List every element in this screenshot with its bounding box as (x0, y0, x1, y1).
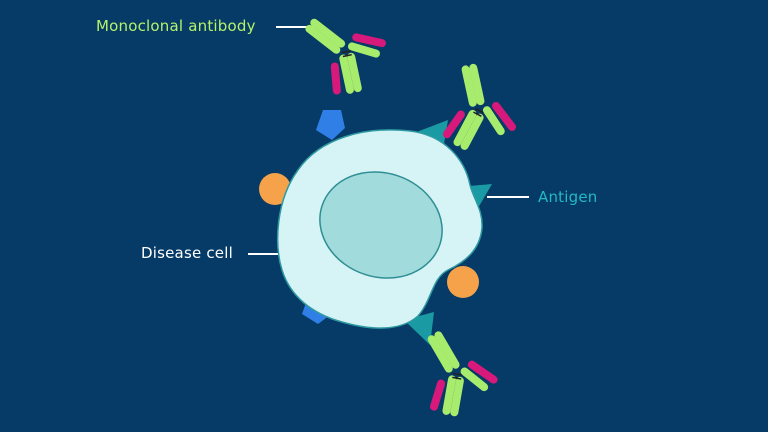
receptor-top-blue (316, 110, 345, 140)
antibody-free-top (308, 10, 390, 96)
receptor-right-orange (447, 266, 479, 298)
antigen-right (469, 184, 492, 208)
label-monoclonal-antibody: Monoclonal antibody (96, 17, 256, 35)
label-disease-cell: Disease cell (141, 244, 233, 262)
cell-nucleus (319, 171, 443, 279)
receptor-left-orange (259, 173, 291, 205)
antibody-bound-bottom (420, 334, 500, 418)
label-antigen: Antigen (538, 188, 598, 206)
